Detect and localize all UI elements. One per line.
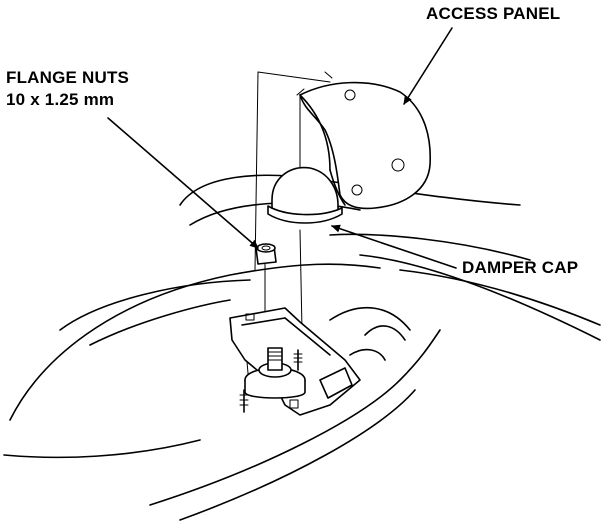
access-panel-label: ACCESS PANEL — [426, 4, 561, 23]
damper-cap-leader — [331, 224, 457, 269]
damper-mount — [239, 347, 306, 413]
damper-cap — [267, 166, 343, 224]
access-panel — [296, 71, 431, 210]
damper-cap-label: DAMPER CAP — [462, 258, 579, 277]
leader-lines — [107, 27, 457, 269]
access-panel-leader — [403, 27, 453, 105]
flange-nut — [255, 243, 277, 265]
flange-nuts-label: FLANGE NUTS — [6, 68, 130, 87]
flange-nuts-leader — [107, 117, 259, 249]
flange-nuts-size-label: 10 x 1.25 mm — [6, 90, 115, 109]
